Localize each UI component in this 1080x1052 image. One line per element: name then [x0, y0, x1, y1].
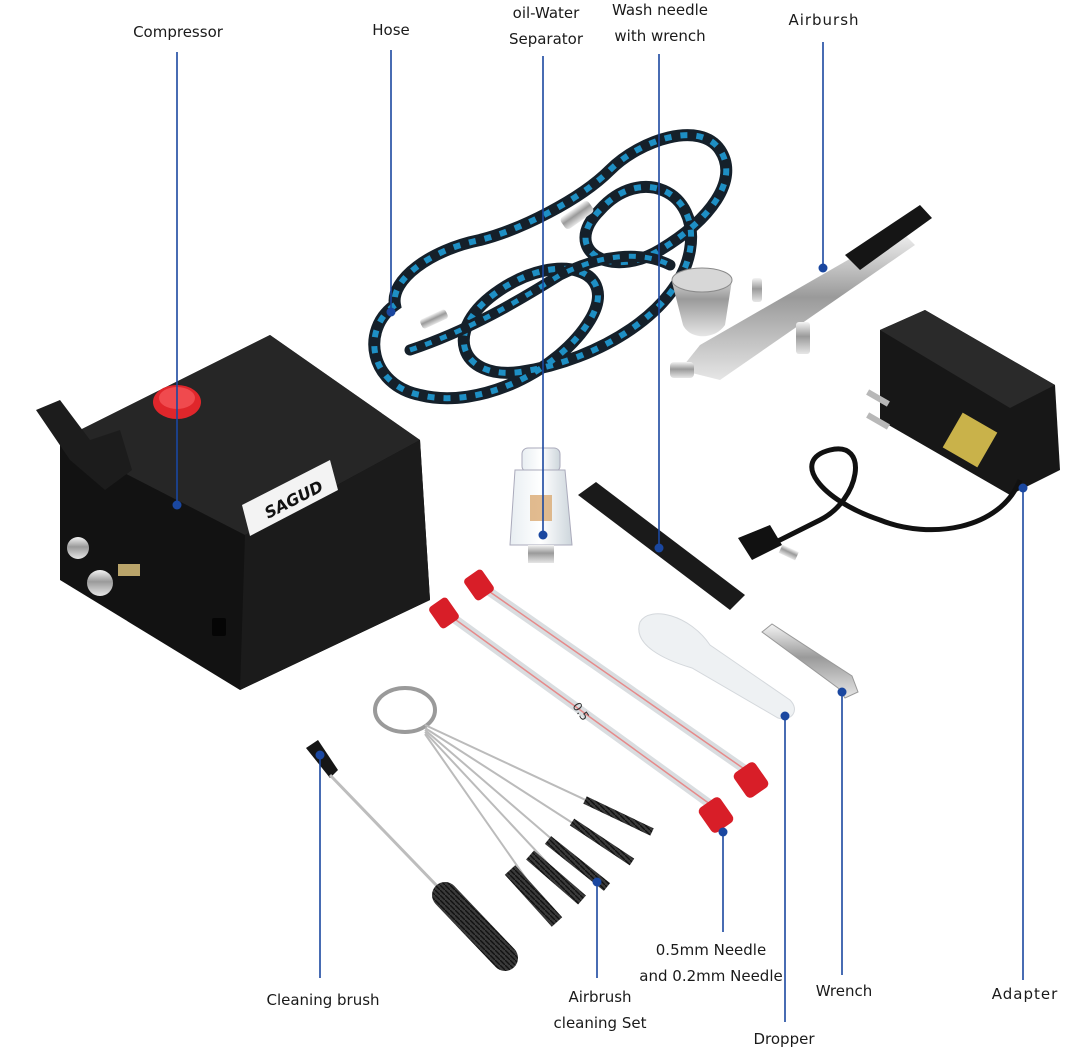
hose-illustration [368, 129, 733, 405]
dropper-illustration [638, 613, 795, 720]
dot-dropper [780, 711, 790, 721]
label-cleaning-brush: Cleaning brush [266, 987, 379, 1013]
label-cleaning-set-line-1: Airbrush [568, 988, 632, 1006]
hose-fitting-left [420, 309, 448, 329]
label-hose-text: Hose [372, 21, 410, 39]
air-valve [796, 322, 810, 354]
needle-wire-2 [444, 611, 726, 816]
paint-cup-lid [671, 267, 733, 293]
adapter-illustration [738, 310, 1060, 561]
hose-braid [371, 132, 730, 402]
label-airbrush: Airbursh [788, 7, 859, 33]
separator-cap [521, 447, 561, 473]
air-outlet-fitting [118, 564, 140, 576]
leader-dots [172, 263, 1028, 887]
airbrush-handle [845, 205, 932, 270]
airbrush-holder [36, 400, 132, 490]
dot-airbrush [818, 263, 828, 273]
needle-cap-2-top [429, 597, 459, 629]
dot-adapter [1018, 483, 1028, 493]
leader-lines [176, 42, 1024, 1022]
label-wash-needle: Wash needle with wrench [612, 0, 708, 49]
brand-plate [242, 460, 338, 536]
dot-wrench [837, 687, 847, 697]
label-separator: oil-Water Separator [509, 0, 583, 52]
separator-illustration [509, 447, 573, 563]
dot-wash-needle [654, 543, 664, 553]
needles-illustration: 0.5 [429, 569, 769, 833]
label-hose: Hose [372, 17, 410, 43]
adapter-plug-blade-1 [866, 389, 890, 407]
cleaning-brush-head-4 [526, 850, 586, 905]
airbrush-nozzle [670, 362, 694, 378]
regulator-knob [67, 537, 89, 559]
adapter-dc-tip [778, 544, 799, 561]
dot-needles [718, 827, 728, 837]
label-cleaning-brush-text: Cleaning brush [266, 991, 380, 1009]
label-compressor: Compressor [133, 19, 223, 45]
label-dropper: Dropper [753, 1026, 814, 1052]
dot-cleaning-brush [315, 750, 325, 760]
label-airbrush-text: Airbursh [788, 11, 860, 29]
label-adapter: Adapter [992, 981, 1059, 1007]
cleaning-brush-head-1 [583, 796, 654, 836]
hose-braid-inner [409, 253, 672, 353]
dot-cleaning-set [592, 877, 602, 887]
label-separator-line-1: oil-Water [512, 4, 580, 22]
label-compressor-text: Compressor [133, 23, 223, 41]
label-dropper-text: Dropper [753, 1030, 815, 1048]
needle-cap-1-bottom [733, 762, 769, 798]
cleaning-brush-bristles [432, 882, 518, 971]
label-adapter-text: Adapter [991, 985, 1059, 1003]
air-outlet-knob [87, 570, 113, 596]
power-socket [212, 618, 226, 636]
label-wrench: Wrench [816, 978, 872, 1004]
label-needles: 0.5mm Needle and 0.2mm Needle [639, 937, 782, 989]
airbrush-barrel [680, 230, 915, 380]
adapter-top [880, 310, 1055, 408]
needle-cap-1-top [464, 569, 494, 601]
wrench-illustration [761, 623, 859, 699]
dot-hose [386, 307, 396, 317]
cleaning-brush-head-2 [569, 818, 635, 866]
adapter-sticker [942, 412, 998, 468]
trigger [752, 278, 762, 302]
wrench-body [761, 623, 859, 699]
cleaning-brush-head-5 [504, 865, 563, 927]
cleaning-set-illustration [373, 686, 654, 927]
dropper-body [638, 613, 795, 720]
separator-fitting [528, 545, 554, 563]
adapter-plug-blade-2 [866, 412, 890, 430]
compressor-front [240, 440, 430, 690]
airbrush-illustration [670, 205, 932, 380]
label-needles-line-1: 0.5mm Needle [655, 941, 767, 959]
adapter-dc-plug [738, 525, 782, 560]
needle-cap-2-bottom [698, 797, 734, 833]
label-cleaning-set-line-2: cleaning Set [553, 1014, 647, 1032]
needle-wire-1 [479, 584, 761, 781]
adapter-cord [758, 446, 1023, 553]
label-separator-line-2: Separator [508, 30, 584, 48]
cleaning-set-ring [373, 686, 437, 734]
label-wash-needle-line-1: Wash needle [611, 1, 709, 19]
hose-fitting-right [560, 201, 594, 229]
compressor-illustration: SAGUD [36, 335, 430, 690]
label-cleaning-set: Airbrush cleaning Set [554, 984, 647, 1036]
dot-separator [538, 530, 548, 540]
label-wrench-text: Wrench [815, 982, 873, 1000]
separator-filter [530, 495, 552, 521]
dot-compressor [172, 500, 182, 510]
label-needles-line-2: and 0.2mm Needle [639, 967, 783, 985]
label-wash-needle-line-2: with wrench [614, 27, 706, 45]
